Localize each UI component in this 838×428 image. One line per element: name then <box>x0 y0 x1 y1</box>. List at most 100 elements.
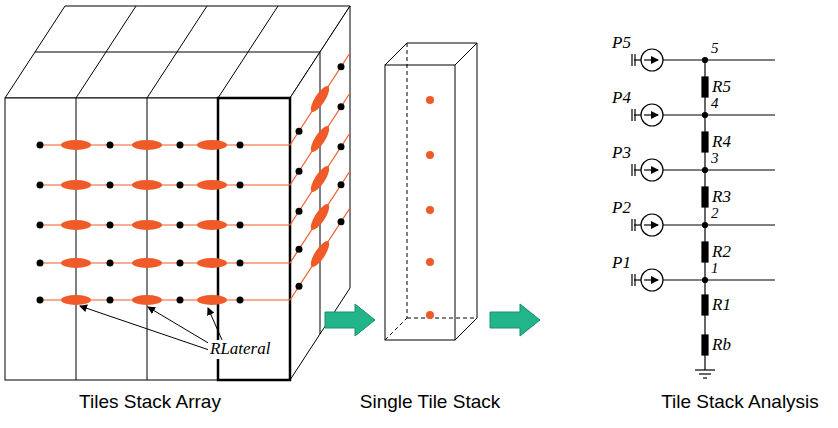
wire <box>663 279 705 280</box>
resistor-label: R2 <box>712 243 731 262</box>
node-dot <box>703 278 708 283</box>
resistor-symbol <box>61 295 91 305</box>
flow-arrow <box>490 304 540 336</box>
source-symbol <box>641 269 663 291</box>
wire <box>631 219 632 231</box>
node-dot <box>338 63 345 70</box>
resistor-symbol <box>132 140 162 150</box>
resistor-symbol <box>308 202 333 233</box>
resistor-symbol <box>61 140 91 150</box>
source-label: P1 <box>612 254 631 273</box>
node-dot <box>37 222 44 229</box>
single-stack <box>385 43 477 340</box>
wire <box>634 164 635 176</box>
node-number: 4 <box>711 95 719 112</box>
node-dot <box>237 222 244 229</box>
wire <box>644 279 658 280</box>
node-dot <box>338 103 345 110</box>
resistor-symbol <box>132 295 162 305</box>
source-symbol <box>641 49 663 71</box>
wire <box>705 224 775 225</box>
circuit <box>632 49 775 378</box>
resistor-symbol <box>132 258 162 268</box>
node-dot <box>177 182 184 189</box>
wire <box>644 59 658 60</box>
node-dot <box>703 113 708 118</box>
node-dot <box>107 182 114 189</box>
wire <box>634 109 635 121</box>
source-label: P2 <box>612 199 631 218</box>
node-dot <box>37 182 44 189</box>
resistor-symbol <box>702 187 708 207</box>
source-symbol <box>641 104 663 126</box>
node-dot <box>296 246 303 253</box>
wire <box>644 169 658 170</box>
node-dot <box>296 283 303 290</box>
node-dot <box>338 181 345 188</box>
wire <box>705 279 775 280</box>
wire <box>634 54 635 66</box>
wire <box>631 274 632 286</box>
resistor-symbol <box>308 84 333 115</box>
node-number: 3 <box>711 150 719 167</box>
node-number: 5 <box>711 40 719 57</box>
resistor-symbol <box>197 180 227 190</box>
node-dot <box>37 142 44 149</box>
source-label: P4 <box>612 89 631 108</box>
resistor-label: Rb <box>712 336 731 355</box>
wire <box>634 219 635 231</box>
node-dot <box>37 260 44 267</box>
node-dot <box>703 58 708 63</box>
wire <box>644 224 658 225</box>
resistor-symbol <box>197 140 227 150</box>
resistor-symbol <box>308 124 333 155</box>
node-dot <box>703 168 708 173</box>
node-number: 2 <box>711 205 719 222</box>
node-dot <box>296 168 303 175</box>
flow-arrow <box>325 304 375 336</box>
wire <box>631 109 632 121</box>
wire <box>663 169 705 170</box>
resistor-symbol <box>702 295 708 315</box>
resistor-symbol <box>197 295 227 305</box>
resistor-label: R4 <box>712 133 731 152</box>
node-dot <box>296 128 303 135</box>
resistor-symbol <box>702 132 708 152</box>
ground-symbol <box>695 369 715 370</box>
resistor-symbol <box>702 77 708 97</box>
source-label: P3 <box>612 144 631 163</box>
node-dot <box>107 142 114 149</box>
node-dot <box>107 297 114 304</box>
node-dot <box>177 297 184 304</box>
node-dot <box>338 143 345 150</box>
node-dot <box>177 222 184 229</box>
node-dot <box>237 297 244 304</box>
resistor-label: R5 <box>712 78 731 97</box>
ground-symbol <box>699 373 711 374</box>
wire <box>705 114 775 115</box>
node-dot <box>107 222 114 229</box>
caption: Tile Stack Analysis <box>661 392 819 413</box>
wire <box>705 169 775 170</box>
wire <box>705 59 775 60</box>
resistor-symbol <box>702 335 708 355</box>
caption: Tiles Stack Array <box>79 392 221 413</box>
wire <box>631 54 632 66</box>
resistor-label: RLateral <box>208 340 272 359</box>
node-dot <box>177 142 184 149</box>
wire <box>704 60 705 370</box>
resistor-symbol <box>132 220 162 230</box>
resistor-symbol <box>308 164 333 195</box>
source-symbol <box>641 214 663 236</box>
stack-dots <box>426 96 434 319</box>
resistor-symbol <box>132 180 162 190</box>
node-dot <box>237 260 244 267</box>
resistor-symbol <box>308 239 333 270</box>
node-dot <box>703 223 708 228</box>
resistor-symbol <box>702 242 708 262</box>
node-dot <box>107 260 114 267</box>
leader-lines <box>80 306 226 352</box>
wire <box>663 224 705 225</box>
resistor-symbol <box>197 220 227 230</box>
node-dot <box>237 142 244 149</box>
